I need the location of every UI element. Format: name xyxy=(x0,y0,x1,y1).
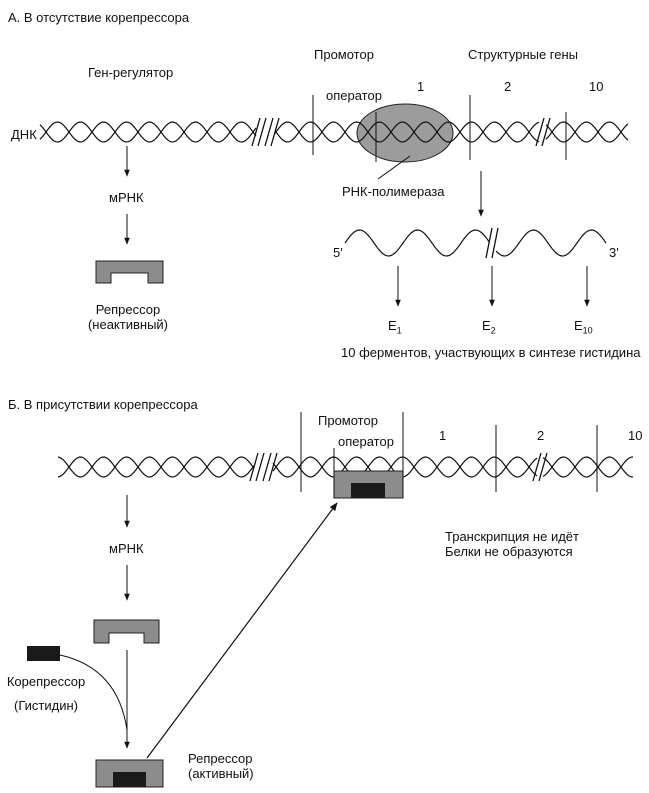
repressor-active-line2: (активный) xyxy=(188,766,254,781)
repressor-inactive-label: Репрессор (неактивный) xyxy=(78,302,178,332)
promoter-label-b: Промотор xyxy=(318,413,378,428)
dna-strand xyxy=(39,121,257,143)
enzyme-e1-label: E1 xyxy=(388,318,402,339)
dna-helix-b xyxy=(57,456,634,478)
five-prime-label: 5' xyxy=(333,245,343,260)
repressor-inactive-line2: (неактивный) xyxy=(87,317,169,332)
no-transcription-line1: Транскрипция не идёт xyxy=(445,529,579,544)
no-transcription-label: Транскрипция не идёт Белки не образуются xyxy=(445,529,579,559)
dna-strand xyxy=(542,456,634,478)
three-prime-label: 3' xyxy=(609,245,619,260)
panel-b xyxy=(27,412,634,788)
dna-break-a xyxy=(251,117,551,147)
operator-label-a: оператор xyxy=(326,88,382,103)
gene-number-1-b: 1 xyxy=(439,428,447,443)
dna-helix-a xyxy=(39,121,629,143)
gene-dividers-b xyxy=(300,412,598,498)
repressor-u-shape-b xyxy=(93,619,160,644)
gene-number-1-a: 1 xyxy=(417,79,425,94)
enzyme-e1-sub: 1 xyxy=(396,325,402,336)
dna-strand xyxy=(545,121,629,143)
dna-strand xyxy=(274,121,540,143)
panel-b-title: Б. В присутствии корепрессора xyxy=(8,397,198,412)
enzyme-e10-sub: 10 xyxy=(582,325,593,336)
corepressor-curve xyxy=(59,654,128,731)
corepressor-line2: (Гистидин) xyxy=(14,698,78,713)
promoter-label-a: Промотор xyxy=(314,47,374,62)
gene-number-10-b: 10 xyxy=(628,428,643,443)
repressor-inactive-line1: Репрессор xyxy=(95,302,161,317)
enzyme-e10-label: E10 xyxy=(574,318,593,339)
no-transcription-line2: Белки не образуются xyxy=(445,544,573,559)
repressor-active-line1: Репрессор xyxy=(188,751,253,766)
mrna-label-a: мРНК xyxy=(109,190,144,205)
regulator-gene-label: Ген-регулятор xyxy=(88,65,174,80)
dna-strand xyxy=(545,121,629,143)
dna-strand xyxy=(272,456,538,478)
dna-strand xyxy=(272,456,538,478)
repressor-active-corepressor xyxy=(113,772,146,787)
operator-label-b: оператор xyxy=(338,434,394,449)
dna-strand xyxy=(274,121,540,143)
mrna-break xyxy=(485,227,499,259)
mrna-wave xyxy=(344,229,607,257)
dna-strand xyxy=(57,456,255,478)
structural-genes-label: Структурные гены xyxy=(468,47,579,62)
enzymes-caption: 10 ферментов, участвующих в синтезе гист… xyxy=(341,345,641,360)
dna-strand xyxy=(39,121,257,143)
gene-dividers-a xyxy=(312,95,567,162)
enzyme-e2-sub: 2 xyxy=(490,325,496,336)
dna-strand xyxy=(542,456,634,478)
enzyme-e2-letter: E xyxy=(482,318,491,333)
rna-polymerase-label: РНК-полимераза xyxy=(342,184,445,199)
repressor-inactive-shape xyxy=(95,260,164,284)
dna-break-b xyxy=(249,452,548,482)
arrow-active-repressor-to-operator xyxy=(146,502,338,759)
panel-a-title: А. В отсутствие корепрессора xyxy=(8,10,190,25)
gene-number-2-a: 2 xyxy=(504,79,512,94)
corepressor-line1: Корепрессор xyxy=(6,674,86,689)
enzyme-e1-letter: E xyxy=(388,318,397,333)
rna-polymerase-shape xyxy=(356,103,454,163)
gene-number-2-b: 2 xyxy=(537,428,545,443)
gene-number-10-a: 10 xyxy=(589,79,604,94)
mrna-label-b: мРНК xyxy=(109,541,144,556)
dna-strand xyxy=(57,456,255,478)
repressor-active-label: Репрессор (активный) xyxy=(188,751,254,781)
enzyme-e10-letter: E xyxy=(574,318,583,333)
enzyme-e2-label: E2 xyxy=(482,318,496,339)
corepressor-shape xyxy=(27,646,60,661)
panel-a xyxy=(39,95,629,307)
dna-label: ДНК xyxy=(11,127,37,142)
polymerase-pointer xyxy=(377,155,411,180)
bound-corepressor-shape xyxy=(351,483,385,498)
corepressor-label: Корепрессор (Гистидин) xyxy=(0,674,92,713)
